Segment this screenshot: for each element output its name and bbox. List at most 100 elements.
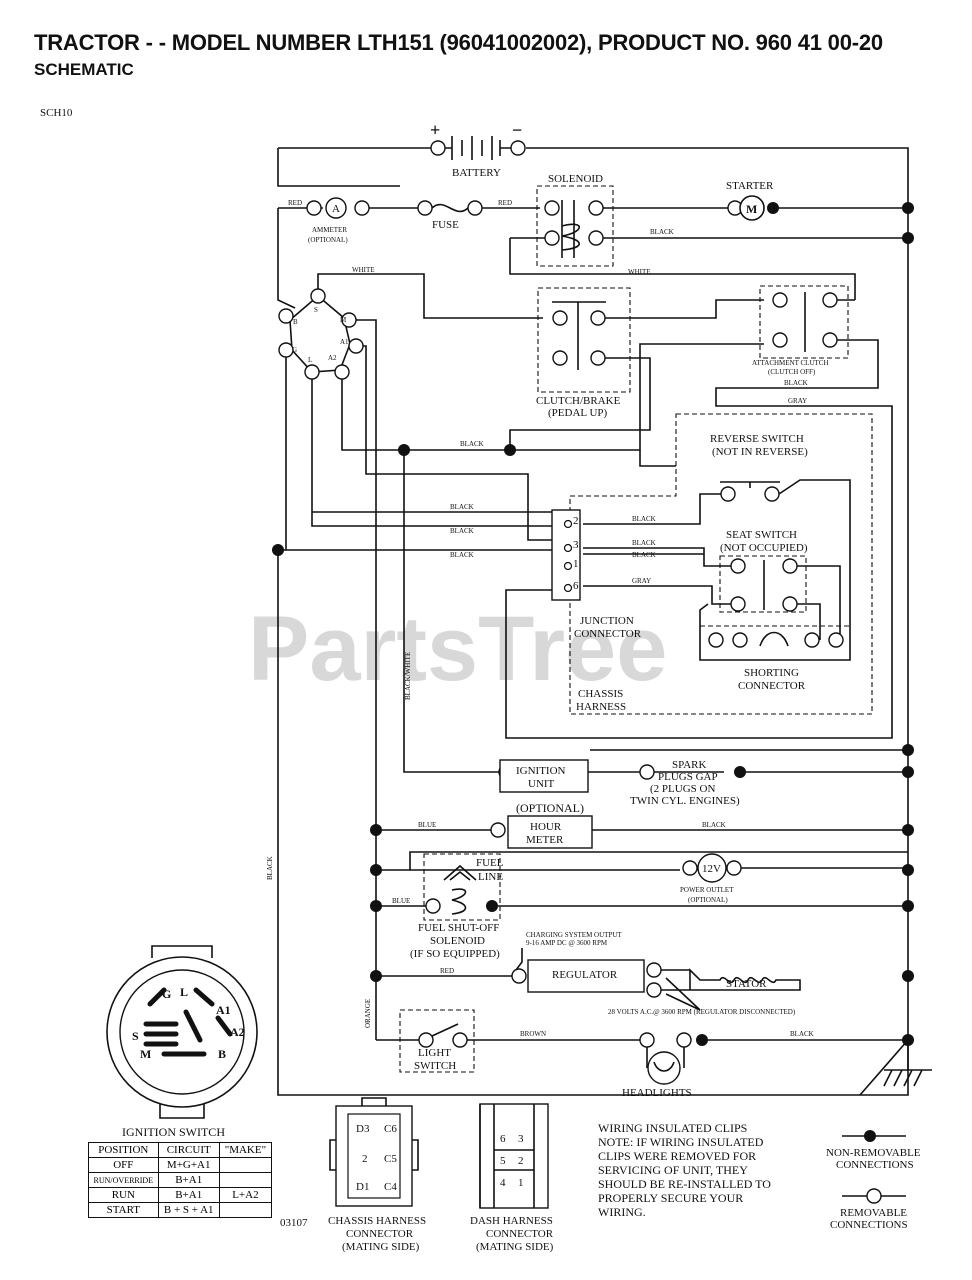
table-cell: RUN (88, 1187, 159, 1203)
wire-brown: BROWN (520, 1030, 546, 1038)
fuel-solenoid-label-3: (IF SO EQUIPPED) (410, 948, 500, 960)
regulator-stator: CHARGING SYSTEM OUTPUT 9-16 AMP DC @ 360… (370, 931, 914, 1016)
power-outlet-label-2: (OPTIONAL) (688, 896, 728, 904)
table-row: OFF M+G+A1 (88, 1157, 273, 1173)
fuel-solenoid: 12V POWER OUTLET (OPTIONAL) FUEL LINE BL… (370, 851, 914, 960)
ignition-switch-terminals: S B G L A2 A1 M (278, 288, 364, 380)
charging-output-2: 9-16 AMP DC @ 3600 RPM (526, 939, 608, 947)
ignition-switch-title: IGNITION SWITCH (122, 1125, 225, 1139)
dash-conn-label-1: DASH HARNESS (470, 1215, 553, 1227)
chassis-pin-c6: C6 (384, 1123, 397, 1135)
battery-minus-label: − (512, 120, 522, 140)
term-l: L (308, 356, 312, 364)
seat-switch-label-2: (NOT OCCUPIED) (720, 542, 808, 554)
spark-label-1: SPARK (672, 759, 707, 771)
wire-black-cb: BLACK (460, 440, 484, 448)
chassis-pin-d3: D3 (356, 1123, 370, 1135)
junction-label-2: CONNECTOR (574, 628, 642, 640)
spark-label-2: PLUGS GAP (658, 771, 718, 783)
note-line-6: PROPERLY SECURE YOUR (598, 1191, 743, 1205)
dash-conn-label-2: CONNECTOR (486, 1228, 554, 1240)
frame-wires (277, 147, 909, 1096)
ammeter-fuse-circuit: A RED RED AMMETER (OPTIONAL) FUSE (278, 197, 540, 244)
term-g: G (292, 346, 297, 354)
attachment-clutch-switch: BLACK GRAY ATTACHMENT CLUTCH (CLUTCH OFF… (505, 285, 893, 739)
table-cell: L+A2 (218, 1187, 273, 1203)
chassis-harness: REVERSE SWITCH (NOT IN REVERSE) SEAT SWI… (569, 413, 873, 715)
starter-m-label: M (746, 202, 757, 216)
hour-meter-label-1: HOUR (530, 821, 562, 833)
optional-label: (OPTIONAL) (516, 801, 584, 815)
clutch-brake-switch: BLACK CLUTCH/BRAKE (PEDAL UP) (404, 287, 764, 456)
ignition-unit: IGNITION UNIT SPARK PLUGS GAP (2 PLUGS O… (498, 744, 914, 807)
wire-gray-seat: GRAY (632, 577, 651, 585)
ground-icon (883, 1040, 932, 1087)
fuel-line-label-1: FUEL (476, 857, 504, 869)
power-outlet-label-1: POWER OUTLET (680, 886, 734, 894)
starter: M STARTER (603, 180, 908, 221)
table-header-cell: CIRCUIT (157, 1142, 220, 1158)
clutch-brake-label-2: (PEDAL UP) (548, 407, 608, 419)
fuel-solenoid-label-2: SOLENOID (430, 935, 485, 947)
attach-clutch-label-2: (CLUTCH OFF) (768, 368, 816, 376)
wire-black-a: BLACK (450, 503, 474, 511)
wire-black-rev: BLACK (632, 515, 656, 523)
seat-switch-label-1: SEAT SWITCH (726, 529, 797, 541)
dash-pin-6: 6 (500, 1133, 506, 1145)
chassis-pin-2: 2 (362, 1153, 368, 1165)
table-cell (218, 1172, 273, 1188)
face-label-g: G (162, 987, 171, 1001)
wiring-note: WIRING INSULATED CLIPS NOTE: IF WIRING I… (598, 1121, 771, 1219)
spark-label-3: (2 PLUGS ON (650, 783, 715, 795)
legend-nonremovable-2: CONNECTIONS (836, 1159, 914, 1171)
ac-volts-label: 28 VOLTS A.C.@ 3600 RPM (REGULATOR DISCO… (608, 1008, 796, 1016)
junction-pin-2: 2 (573, 515, 579, 527)
wire-white-ign: WHITE (352, 266, 375, 274)
stator-label: STATOR (726, 978, 767, 990)
junction-pin-6: 6 (573, 580, 579, 592)
spark-label-4: TWIN CYL. ENGINES) (630, 795, 740, 807)
ammeter-label-2: (OPTIONAL) (308, 236, 348, 244)
wire-black-b: BLACK (450, 527, 474, 535)
legend-removable-2: CONNECTIONS (830, 1219, 908, 1231)
attach-clutch-label-1: ATTACHMENT CLUTCH (752, 359, 829, 367)
chassis-harness-label-2: HARNESS (576, 701, 626, 713)
chassis-conn-label-3: (MATING SIDE) (342, 1241, 420, 1253)
wire-black-vert: BLACK (266, 856, 274, 880)
note-line-2: NOTE: IF WIRING INSULATED (598, 1135, 764, 1149)
wire-white-solenoid: WHITE (628, 268, 651, 276)
wire-blue-fs: BLUE (392, 897, 410, 905)
term-a1: A1 (340, 338, 349, 346)
fuse-label: FUSE (432, 219, 459, 231)
chassis-conn-label-2: CONNECTOR (346, 1228, 414, 1240)
table-cell: B+A1 (157, 1172, 220, 1188)
wire-gray-ac: GRAY (788, 397, 807, 405)
battery: + − BATTERY (430, 120, 526, 179)
ammeter-symbol (325, 197, 347, 219)
wire-black-hm: BLACK (702, 821, 726, 829)
term-s: S (314, 306, 318, 314)
ammeter-label-1: AMMETER (312, 226, 347, 234)
note-line-1: WIRING INSULATED CLIPS (598, 1121, 747, 1135)
battery-plus-label: + (430, 120, 440, 140)
face-label-s: S (132, 1029, 139, 1043)
dash-harness-connector: 6 3 5 2 4 1 DASH HARNESS CONNECTOR (MATI… (470, 1103, 554, 1253)
wire-red-reg: RED (440, 967, 454, 975)
reverse-switch-label-2: (NOT IN REVERSE) (712, 446, 808, 458)
starter-label: STARTER (726, 180, 774, 192)
shorting-label-2: CONNECTOR (738, 680, 806, 692)
ignition-switch-face: G L A1 S A2 M B (106, 945, 258, 1119)
ignition-unit-label-1: IGNITION (516, 765, 566, 777)
charging-output-1: CHARGING SYSTEM OUTPUT (526, 931, 622, 939)
battery-label: BATTERY (452, 167, 501, 179)
term-a2: A2 (328, 354, 337, 362)
solenoid-label: SOLENOID (548, 173, 603, 185)
chassis-harness-connector: D3 C6 2 C5 D1 C4 CHASSIS HARNESS CONNECT… (328, 1097, 426, 1253)
legend-removable-1: REMOVABLE (840, 1207, 907, 1219)
dash-pin-2: 2 (518, 1155, 524, 1167)
face-label-l: L (180, 985, 188, 999)
table-row: START B + S + A1 (88, 1202, 273, 1218)
face-label-a2: A2 (230, 1025, 245, 1039)
table-header-row: POSITION CIRCUIT "MAKE" (88, 1142, 273, 1158)
